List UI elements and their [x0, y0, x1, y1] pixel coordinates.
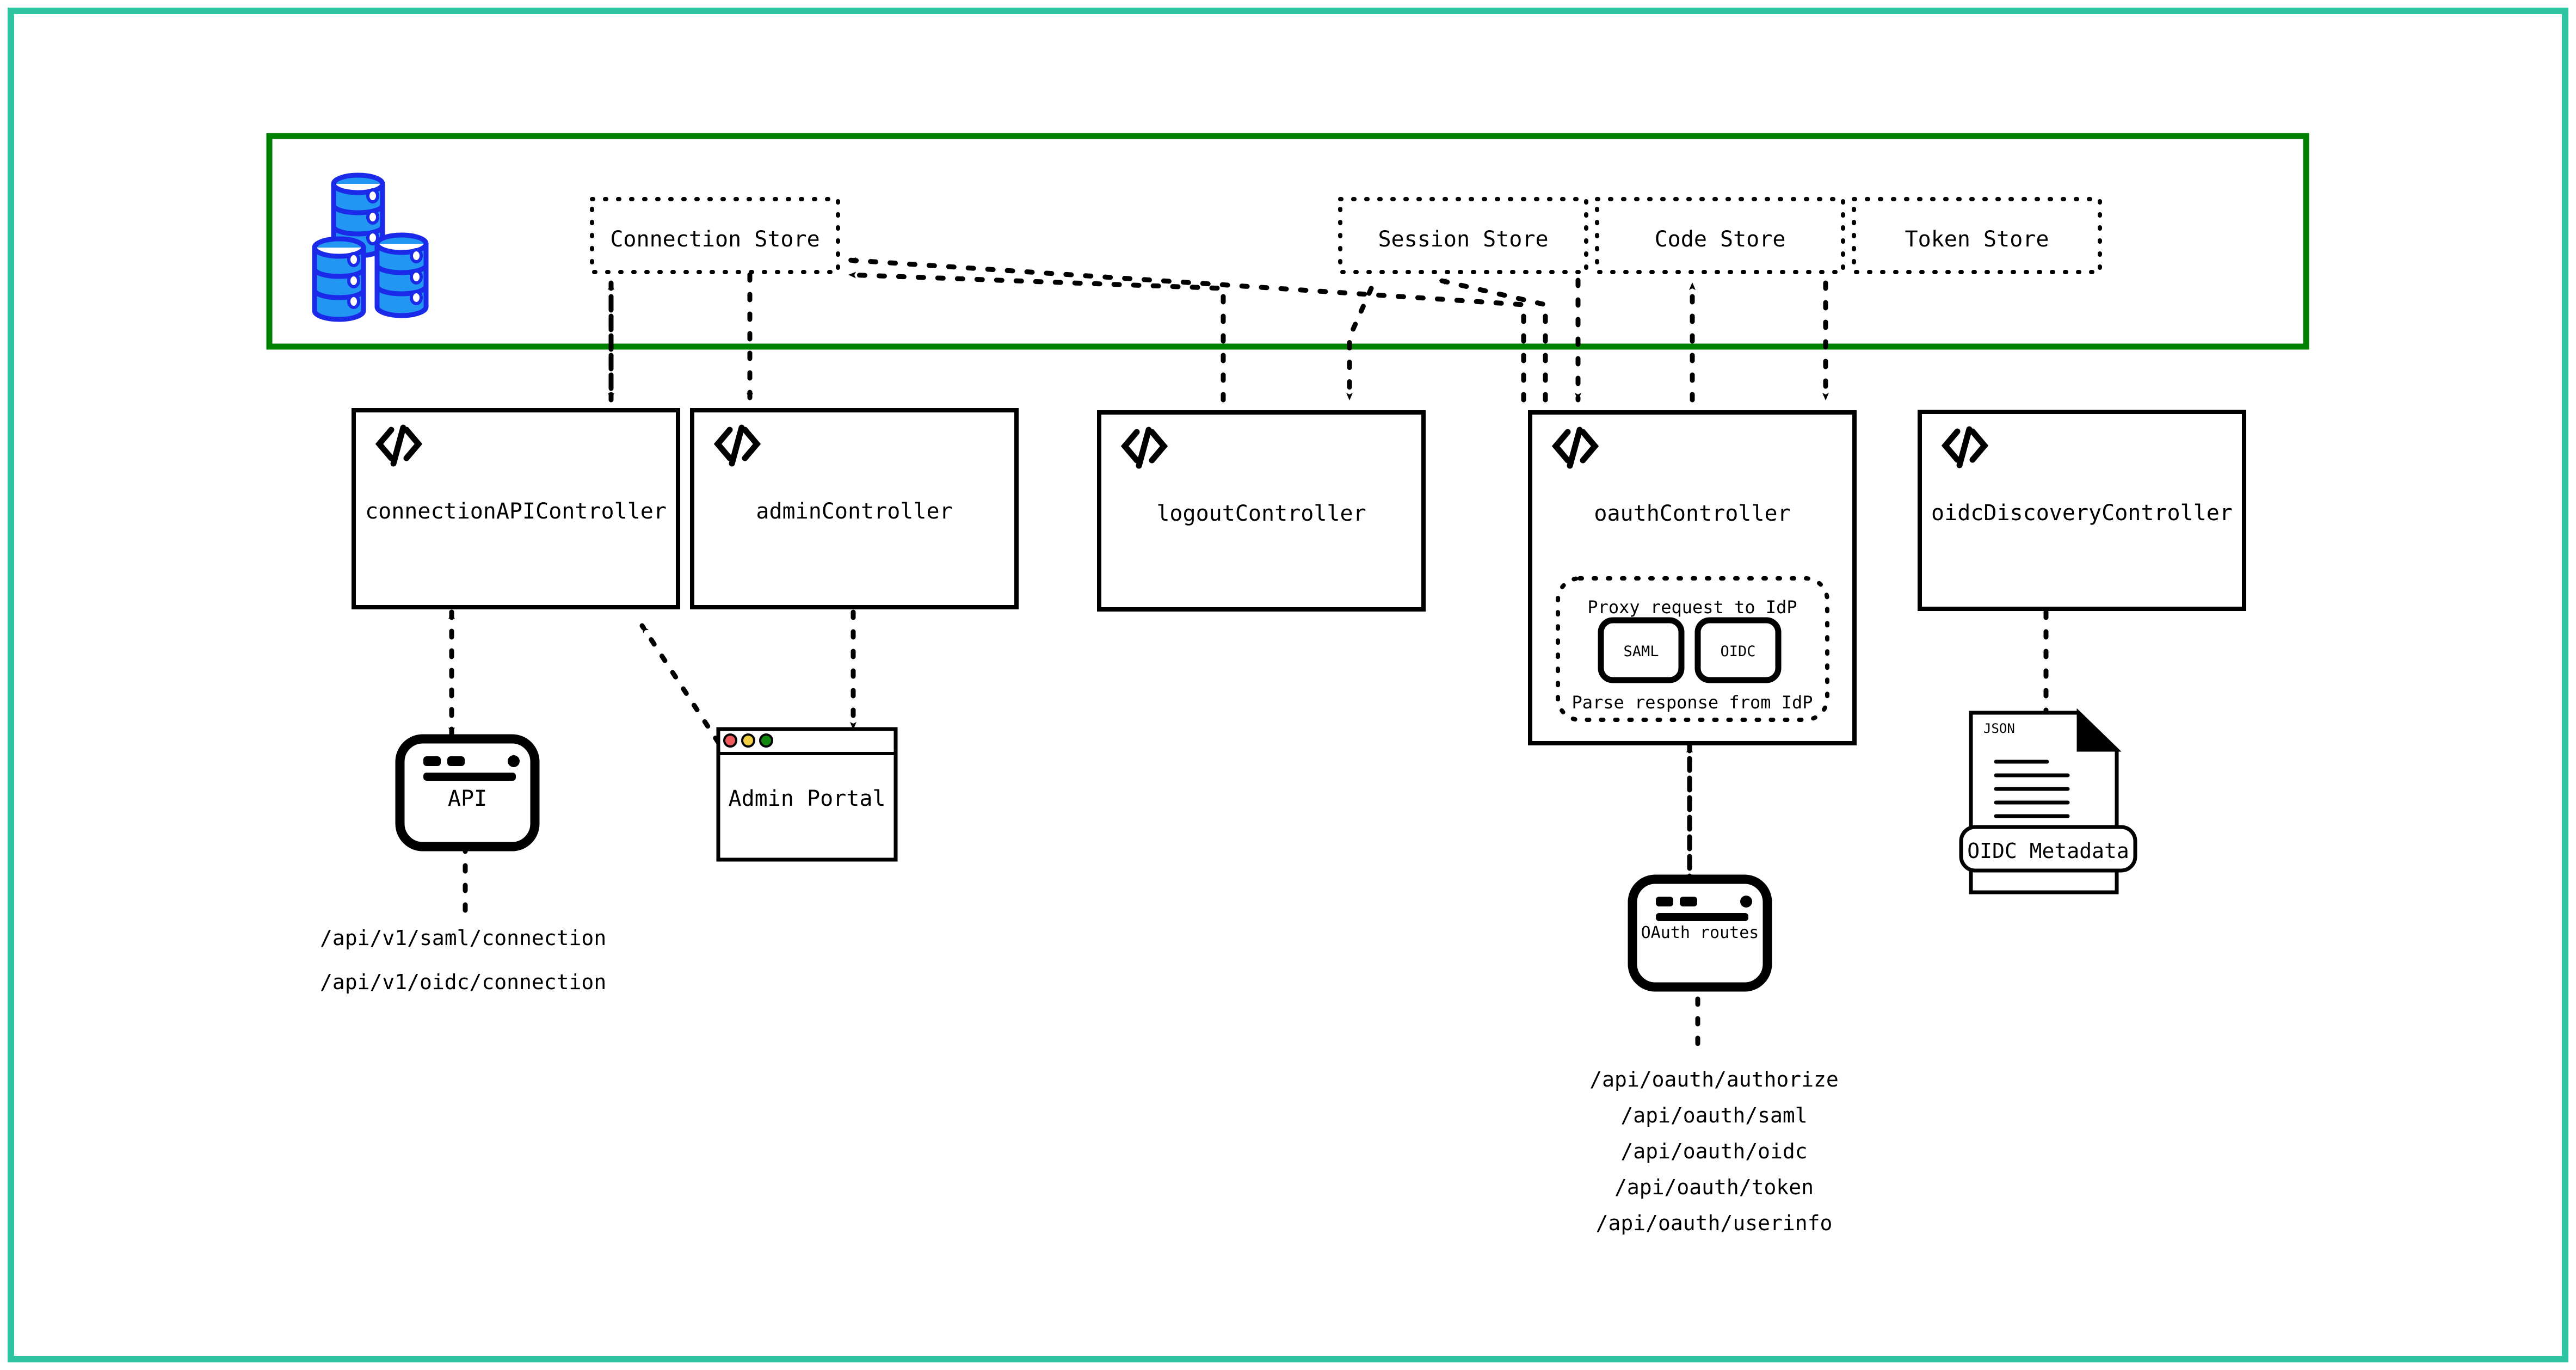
controller-label-admincontroller: adminController — [756, 499, 953, 524]
oauth-routes-label: OAuth routes — [1641, 923, 1759, 942]
controller-label-logoutcontroller: logoutController — [1156, 501, 1366, 526]
json-doc-type-label: JSON — [1983, 721, 2015, 736]
endpoint-connection-0: /api/v1/saml/connection — [320, 926, 607, 950]
oidc-metadata-label: OIDC Metadata — [1967, 839, 2129, 863]
controller-label-connectionapicontroller: connectionAPIController — [365, 499, 667, 524]
endpoint-oauth-2: /api/oauth/oidc — [1620, 1139, 1808, 1163]
store-label-session: Session Store — [1378, 227, 1549, 252]
store-label-code: Code Store — [1654, 227, 1786, 252]
endpoint-oauth-0: /api/oauth/authorize — [1589, 1067, 1839, 1091]
store-label-connection: Connection Store — [610, 227, 820, 252]
endpoint-connection-1: /api/v1/oidc/connection — [320, 970, 607, 994]
protocol-label-oidc: OIDC — [1720, 643, 1756, 660]
admin-portal-label: Admin Portal — [728, 786, 886, 811]
api-label: API — [447, 786, 488, 811]
idp-proxy-top-label: Proxy request to IdP — [1587, 597, 1797, 618]
endpoint-oauth-4: /api/oauth/userinfo — [1595, 1211, 1833, 1235]
endpoint-oauth-1: /api/oauth/saml — [1620, 1103, 1808, 1127]
controller-label-oauthcontroller: oauthController — [1594, 501, 1791, 526]
protocol-label-saml: SAML — [1623, 643, 1659, 660]
controller-label-oidcdiscoverycontroller: oidcDiscoveryController — [1931, 501, 2233, 526]
idp-proxy-bottom-label: Parse response from IdP — [1572, 692, 1813, 713]
store-label-token: Token Store — [1905, 227, 2049, 252]
endpoint-oauth-3: /api/oauth/token — [1614, 1175, 1814, 1199]
outer-frame — [8, 8, 2568, 1362]
